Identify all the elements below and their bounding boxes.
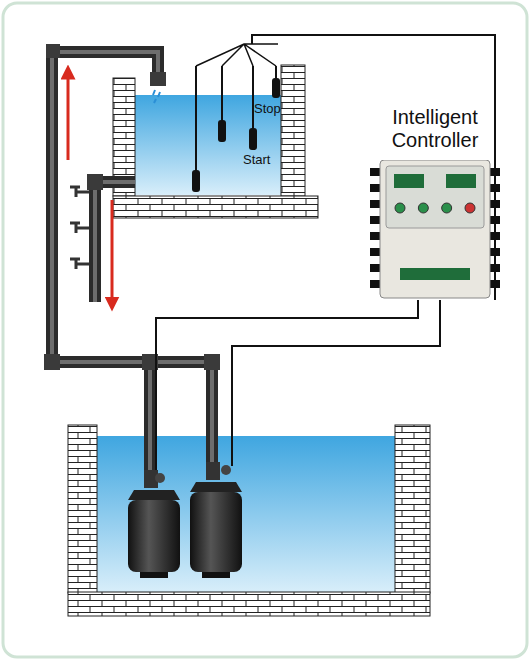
- controller-body: [370, 160, 500, 302]
- submersible-pump: [128, 470, 180, 578]
- supply-pipe: [70, 174, 135, 302]
- pump-cables: [156, 300, 440, 478]
- lower-tank: [68, 425, 430, 616]
- node-title: Intelligent Controller: [370, 106, 500, 152]
- upper-tank: [113, 65, 318, 218]
- flow-arrow: [67, 72, 70, 160]
- frame: [3, 3, 527, 657]
- electrodes: [192, 35, 495, 300]
- electrode-label: Start: [243, 153, 270, 167]
- delivery-pipe: [44, 44, 220, 480]
- submersible-pump: [190, 462, 242, 578]
- electrode-label: Stop: [254, 102, 281, 116]
- controller-unit: Intelligent Controller: [370, 106, 500, 302]
- flow-arrow: [111, 200, 114, 304]
